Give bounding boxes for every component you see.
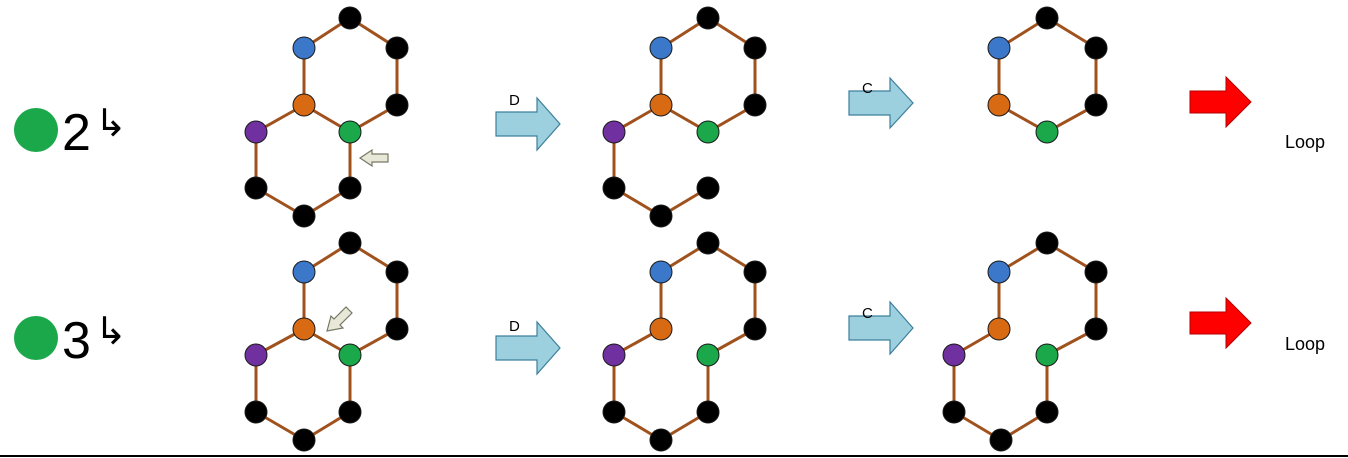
diagonal-hint-arrow-icon — [326, 306, 353, 332]
purple-atom — [244, 120, 268, 144]
right-block-arrow-icon — [848, 76, 914, 130]
step-label: C — [862, 80, 873, 97]
purple-atom — [942, 343, 966, 367]
row-1: 2 ↳ — [14, 6, 1325, 228]
blue-atom — [649, 260, 673, 284]
row-2-molecule-after-c — [942, 231, 1108, 452]
black-atom — [244, 400, 268, 424]
row-1-step-arrow-c: C — [848, 76, 914, 130]
green-atom — [1035, 343, 1059, 367]
black-atom — [292, 428, 316, 452]
black-atom — [649, 428, 673, 452]
step-label: D — [509, 92, 520, 109]
orange-atom — [292, 317, 316, 341]
row-2-return-icon: ↳ — [95, 309, 127, 353]
row-1-result: Loop — [1189, 75, 1325, 152]
row-2-step-arrow-d: D — [495, 318, 561, 376]
bonds — [952, 241, 1098, 442]
black-atom — [743, 260, 767, 284]
purple-atom — [602, 343, 626, 367]
black-atom — [1084, 93, 1108, 117]
left-hint-arrow-icon — [358, 148, 389, 168]
right-block-arrow-icon — [495, 96, 561, 152]
row-2-result: Loop — [1189, 296, 1325, 354]
step-label: C — [862, 305, 873, 322]
row-1-molecule-initial — [244, 6, 409, 228]
black-atom — [1035, 6, 1059, 30]
orange-atom — [292, 93, 316, 117]
row-2-number: 3 — [62, 312, 91, 370]
black-atom — [385, 36, 409, 60]
row-2-molecule-initial — [244, 231, 409, 452]
row-2-green-marker — [14, 316, 58, 360]
bonds — [254, 16, 399, 218]
black-atom — [385, 93, 409, 117]
row-1-molecule-after-d — [602, 6, 767, 228]
black-atom — [743, 93, 767, 117]
black-atom — [696, 231, 720, 255]
orange-atom — [987, 317, 1011, 341]
row-2: 3 ↳ — [14, 231, 1325, 452]
black-atom — [338, 400, 362, 424]
green-atom — [338, 120, 362, 144]
black-atom — [602, 400, 626, 424]
row-1-return-icon: ↳ — [95, 101, 127, 145]
black-atom — [649, 204, 673, 228]
result-label: Loop — [1285, 132, 1325, 152]
blue-atom — [292, 36, 316, 60]
black-atom — [385, 260, 409, 284]
bonds — [612, 241, 757, 442]
green-atom — [696, 120, 720, 144]
blue-atom — [292, 260, 316, 284]
green-atom — [696, 343, 720, 367]
black-atom — [385, 317, 409, 341]
black-atom — [338, 176, 362, 200]
right-block-arrow-icon — [848, 300, 914, 356]
result-label: Loop — [1285, 334, 1325, 354]
black-atom — [696, 176, 720, 200]
black-atom — [942, 400, 966, 424]
black-atom — [1035, 400, 1059, 424]
red-arrow-icon — [1189, 296, 1252, 350]
row-1-green-marker — [14, 108, 58, 152]
black-atom — [292, 204, 316, 228]
black-atom — [696, 6, 720, 30]
row-2-molecule-after-d — [602, 231, 767, 452]
black-atom — [1035, 231, 1059, 255]
blue-atom — [987, 36, 1011, 60]
orange-atom — [649, 317, 673, 341]
red-arrow-icon — [1189, 75, 1252, 129]
black-atom — [696, 400, 720, 424]
row-1-step-arrow-d: D — [495, 92, 561, 152]
black-atom — [244, 176, 268, 200]
green-atom — [1035, 120, 1059, 144]
black-atom — [602, 176, 626, 200]
black-atom — [1084, 260, 1108, 284]
black-atom — [338, 6, 362, 30]
purple-atom — [244, 343, 268, 367]
step-label: D — [509, 318, 520, 335]
row-1-molecule-after-c — [987, 6, 1108, 144]
right-block-arrow-icon — [495, 320, 561, 376]
bonds — [997, 16, 1098, 134]
blue-atom — [649, 36, 673, 60]
black-atom — [1084, 36, 1108, 60]
row-2-step-arrow-c: C — [848, 300, 914, 356]
green-atom — [338, 343, 362, 367]
black-atom — [989, 428, 1013, 452]
black-atom — [1084, 317, 1108, 341]
blue-atom — [987, 260, 1011, 284]
orange-atom — [649, 93, 673, 117]
row-1-number: 2 — [62, 104, 91, 162]
bonds — [254, 241, 399, 442]
black-atom — [743, 36, 767, 60]
bonds — [612, 16, 757, 218]
orange-atom — [987, 93, 1011, 117]
black-atom — [338, 231, 362, 255]
purple-atom — [602, 120, 626, 144]
black-atom — [743, 317, 767, 341]
